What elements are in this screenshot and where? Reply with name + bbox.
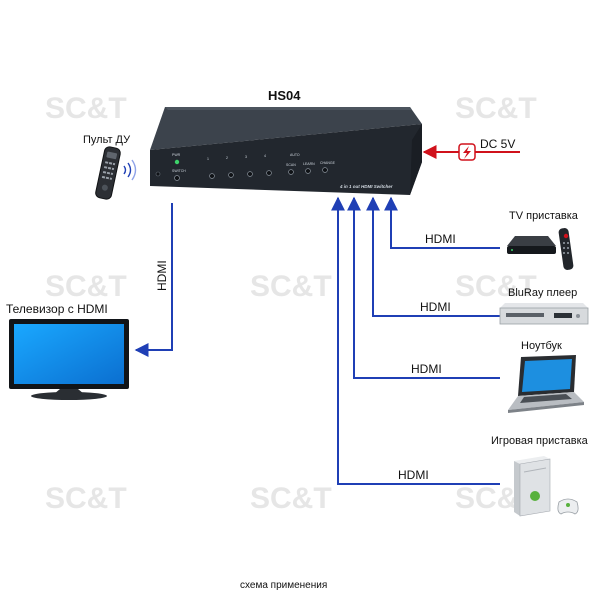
cable-laptop [347, 196, 500, 379]
tv-label: Телевизор с HDMI [6, 302, 108, 316]
cable-label: HDMI [411, 362, 442, 376]
mode-buttons: AUTO SCAN LEARN CHANGE [286, 153, 336, 175]
cable-label: HDMI [398, 468, 429, 482]
television: Телевизор с HDMI [6, 302, 129, 400]
change-button[interactable] [322, 167, 328, 173]
source-label: TV приставка [509, 210, 579, 222]
power-input: DC 5V [422, 137, 520, 161]
remote-icon [95, 146, 121, 200]
set-top-box-icon [507, 228, 574, 270]
device-title: HS04 [268, 88, 301, 103]
source-tv-box: TV приставка [507, 210, 579, 270]
port-label: 3 [245, 155, 247, 159]
source-label: Ноутбук [521, 340, 562, 352]
source-game-console: Игровая приставка [491, 435, 589, 517]
port-buttons: 1 2 3 4 [207, 154, 272, 179]
port-label: 2 [226, 156, 228, 160]
led-label: SWITCH [172, 169, 186, 173]
watermark: SC&T [455, 92, 537, 125]
cable-bluray [366, 196, 500, 317]
device-panel-text: 4 in 1 out HDMI Switcher [339, 184, 393, 189]
source-bluray: BluRay плеер [499, 287, 589, 325]
input-cables [331, 196, 500, 485]
cable-tv-box [384, 196, 500, 249]
watermark: SC&T [250, 270, 332, 303]
port-label: 1 [207, 157, 209, 161]
lightning-icon [458, 143, 476, 161]
watermark: SC&T [45, 92, 127, 125]
watermark: SC&T [455, 270, 537, 303]
learn-button[interactable] [305, 168, 311, 174]
source-label: Игровая приставка [491, 435, 589, 447]
scan-button[interactable] [288, 169, 294, 175]
wireless-signal-icon [123, 159, 137, 181]
led-label: PWR [172, 153, 181, 157]
game-console-icon [514, 456, 579, 517]
port-4-button[interactable] [266, 170, 272, 176]
output-cable-label: HDMI [155, 260, 169, 291]
auto-label: AUTO [290, 153, 300, 157]
watermark-group: SC&T SC&T SC&T SC&T SC&T SC&T SC&T SC&T [45, 92, 537, 515]
bluray-player-icon [499, 303, 589, 325]
cable-label: HDMI [420, 300, 451, 314]
ir-sensor [155, 171, 161, 177]
tv-icon [9, 319, 129, 400]
laptop-icon [508, 355, 584, 413]
port-label: 4 [264, 154, 266, 158]
source-laptop: Ноутбук [508, 340, 584, 413]
port-2-button[interactable] [228, 172, 234, 178]
watermark: SC&T [45, 482, 127, 515]
output-cable: HDMI [134, 203, 173, 357]
power-led [174, 159, 180, 165]
port-3-button[interactable] [247, 171, 253, 177]
mode-label: LEARN [303, 162, 315, 166]
watermark: SC&T [250, 482, 332, 515]
watermark: SC&T [45, 270, 127, 303]
mode-label: CHANGE [320, 161, 336, 165]
mode-label: SCAN [286, 163, 296, 167]
remote-label: Пульт ДУ [83, 134, 131, 146]
cable-label: HDMI [425, 232, 456, 246]
switch-button[interactable] [174, 175, 180, 181]
power-label: DC 5V [480, 137, 515, 151]
hdmi-switcher-device: HS04 PWR SWITCH 1 2 3 4 AUTO SCAN LEARN … [150, 88, 422, 195]
port-1-button[interactable] [209, 173, 215, 179]
cable-game-console [331, 196, 500, 485]
caption: схема применения [240, 580, 327, 591]
remote-control: Пульт ДУ [83, 134, 137, 200]
source-label: BluRay плеер [508, 287, 577, 299]
